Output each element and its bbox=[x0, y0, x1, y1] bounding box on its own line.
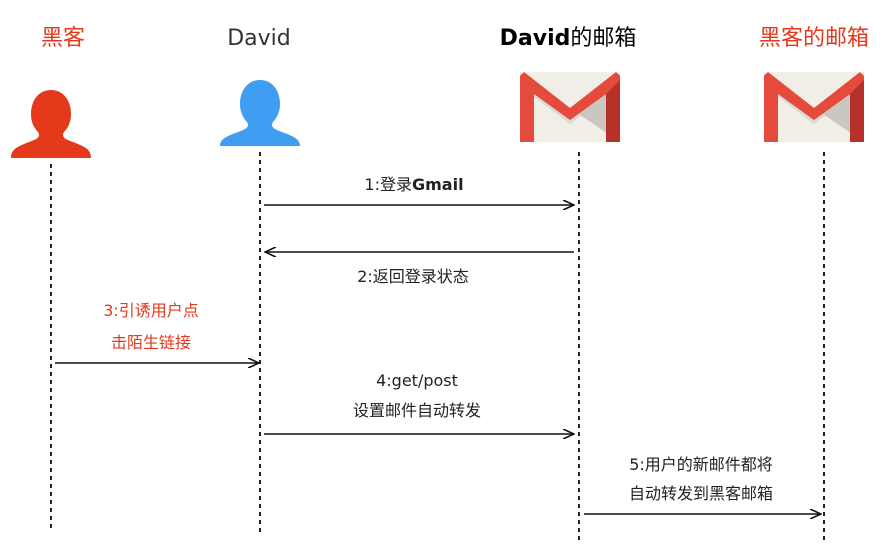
message-2-label: 2:返回登录状态 bbox=[357, 267, 469, 286]
actor-label-david-mailbox: David的邮箱 bbox=[500, 22, 637, 56]
message-5-label-line-2: 自动转发到黑客邮箱 bbox=[628, 484, 774, 503]
actor-label-david-mailbox-name: David bbox=[499, 26, 571, 51]
message-3-label-line-2: 击陌生链接 bbox=[110, 333, 192, 352]
message-4-label-line-1: 4:get/post bbox=[376, 371, 458, 390]
message-1-label: 1:登录Gmail bbox=[364, 170, 463, 200]
hacker-mailbox-gmail-icon bbox=[764, 72, 864, 142]
actor-label-david-mailbox-suffix: 的邮箱 bbox=[570, 26, 637, 51]
message-1-label-gmail: Gmail bbox=[412, 175, 464, 194]
message-1-label-prefix: 1:登录 bbox=[364, 175, 412, 194]
david-person-icon bbox=[220, 80, 300, 146]
message-3-label-line-1: 3:引诱用户点 bbox=[103, 301, 199, 320]
david-mailbox-gmail-icon bbox=[520, 72, 620, 142]
actor-label-david: David bbox=[227, 26, 291, 51]
message-4-label-line-2: 设置邮件自动转发 bbox=[352, 401, 482, 420]
actor-label-hacker-mailbox: 黑客的邮箱 bbox=[758, 26, 870, 51]
actor-label-hacker: 黑客 bbox=[40, 26, 86, 51]
message-5-label-line-1: 5:用户的新邮件都将 bbox=[629, 455, 773, 474]
hacker-person-icon bbox=[11, 90, 91, 158]
